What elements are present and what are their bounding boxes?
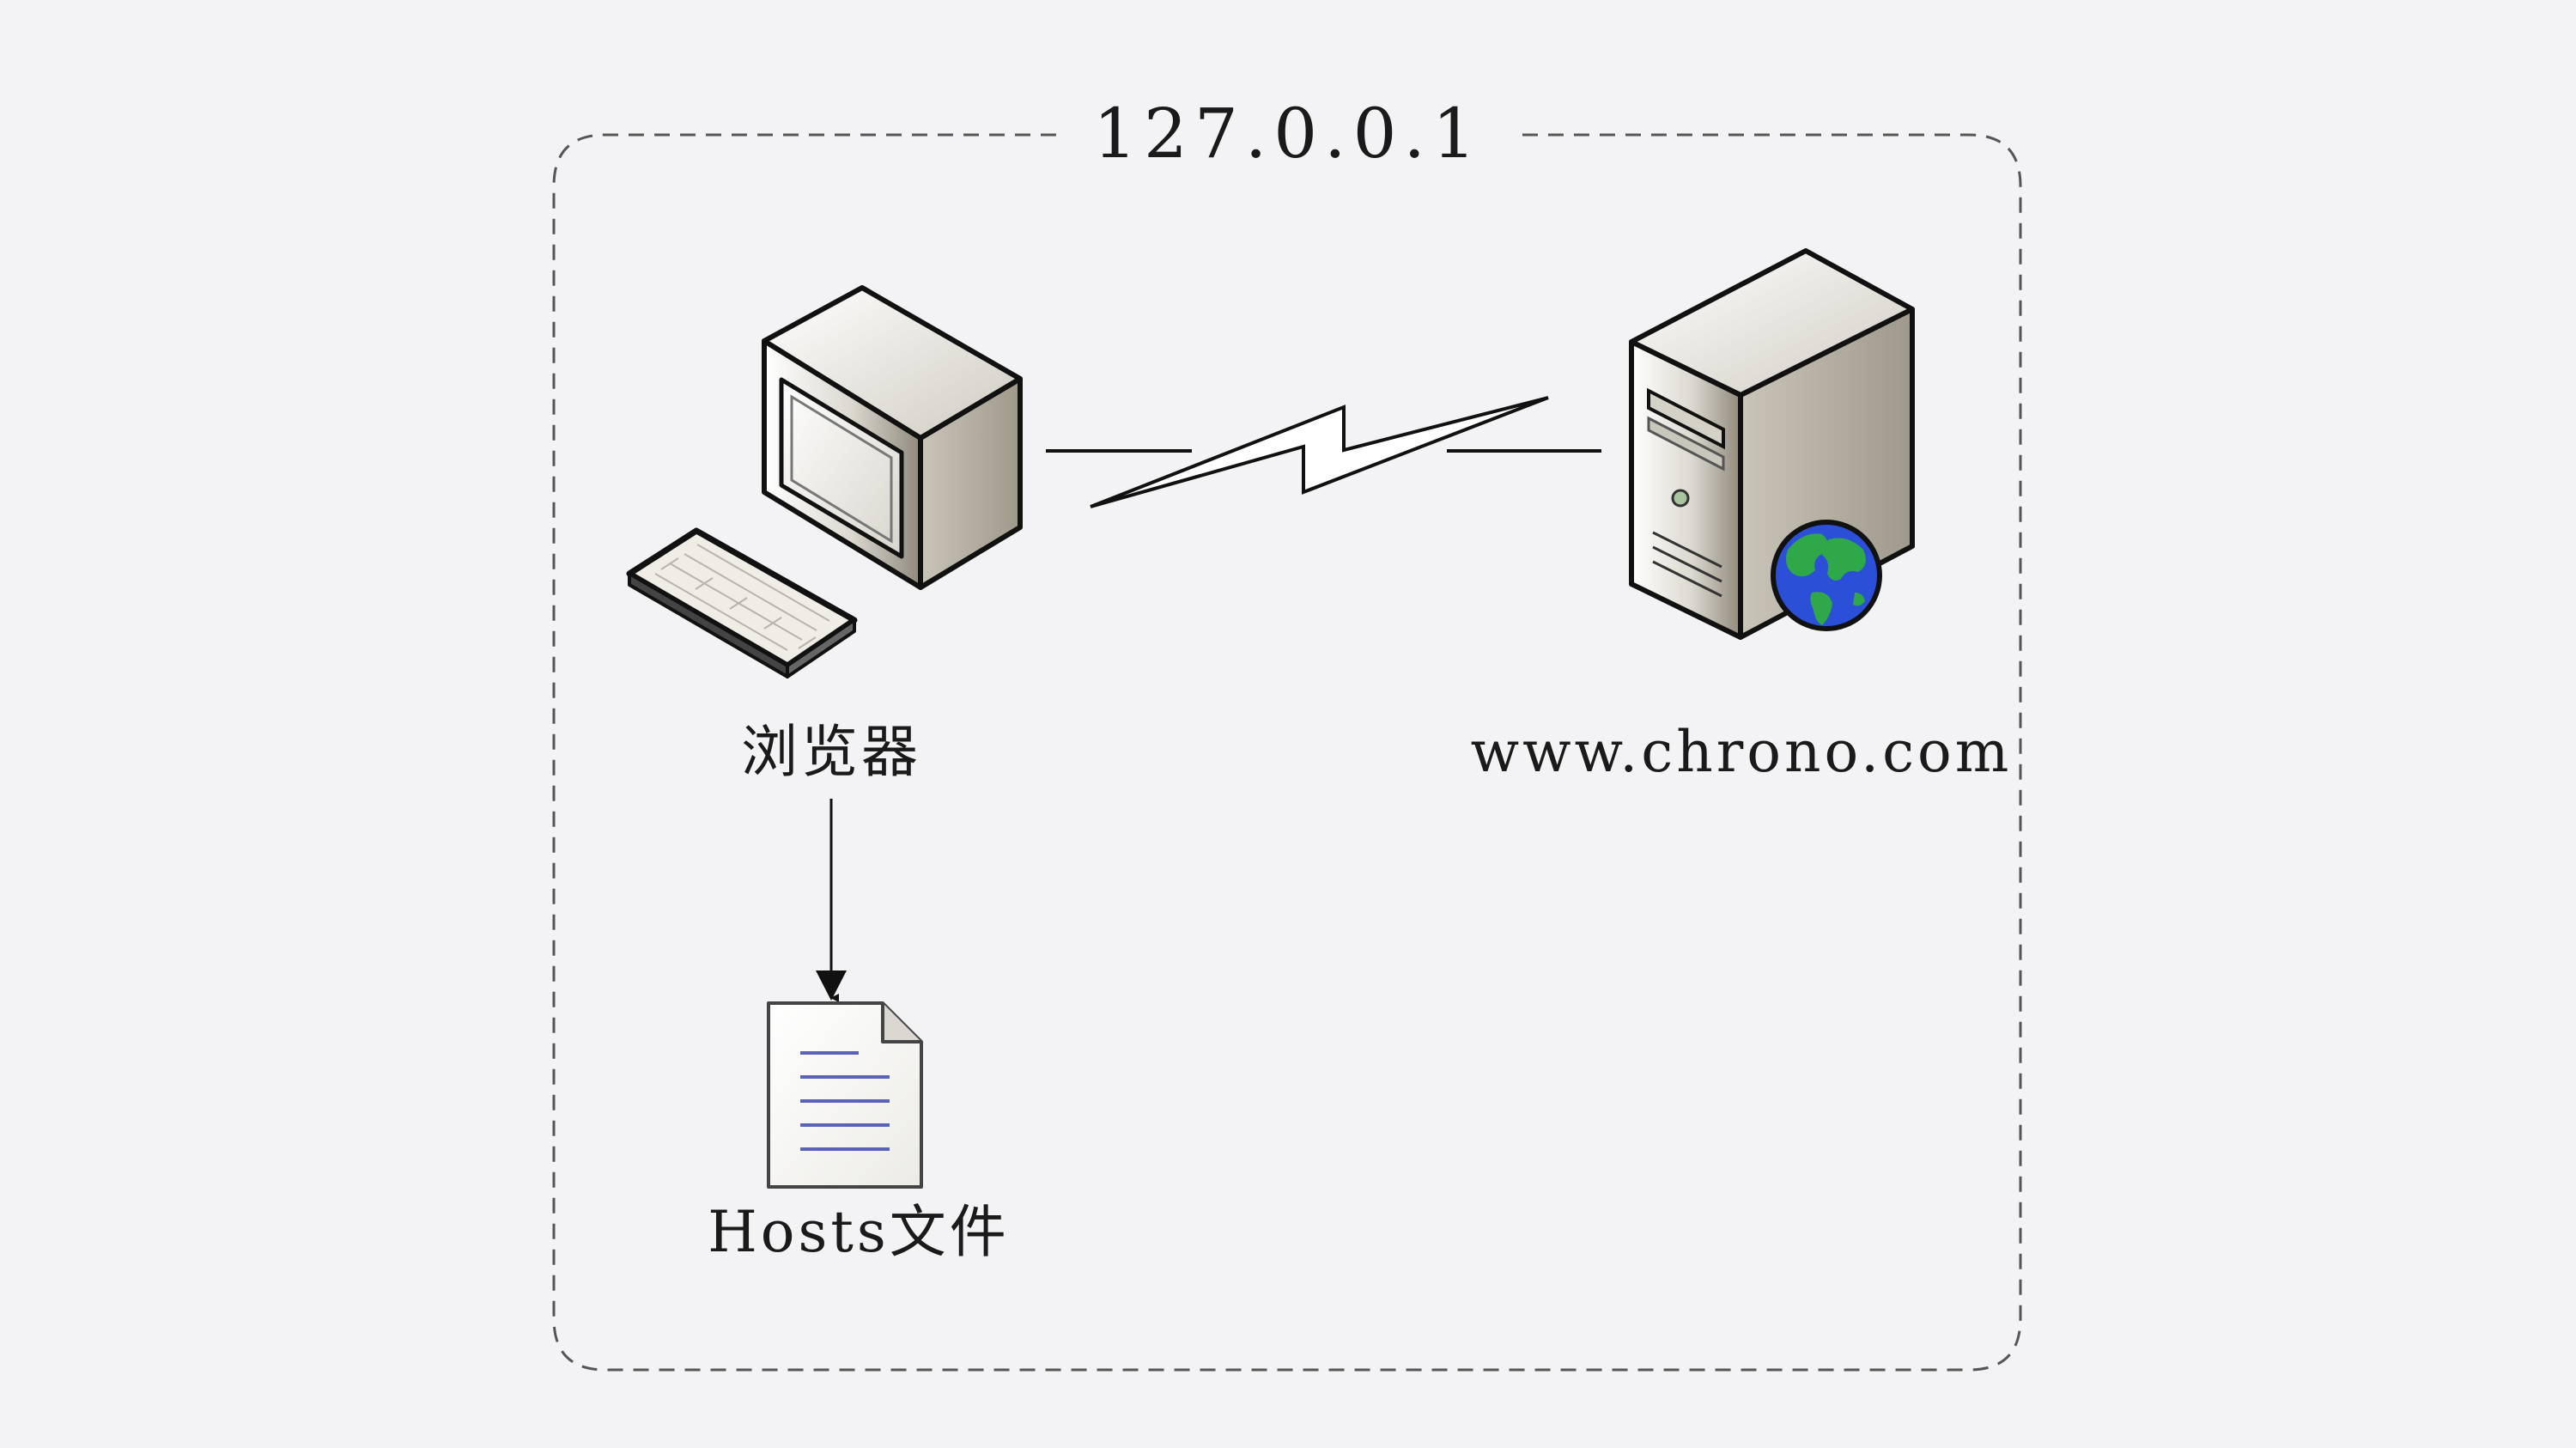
globe-icon <box>1771 520 1882 631</box>
network-link <box>1046 396 1601 508</box>
localhost-boundary <box>552 133 2022 1372</box>
server-label: www.chrono.com <box>1471 719 2013 785</box>
browser-label: 浏览器 <box>741 719 921 785</box>
network-address-label: 127.0.0.1 <box>1093 94 1483 173</box>
web-server-icon <box>1629 248 1915 640</box>
lookup-arrow-head <box>816 970 847 1001</box>
desktop-computer-icon <box>626 285 1023 678</box>
hosts-file-label: Hosts文件 <box>708 1199 1010 1265</box>
document-icon <box>767 1001 923 1189</box>
